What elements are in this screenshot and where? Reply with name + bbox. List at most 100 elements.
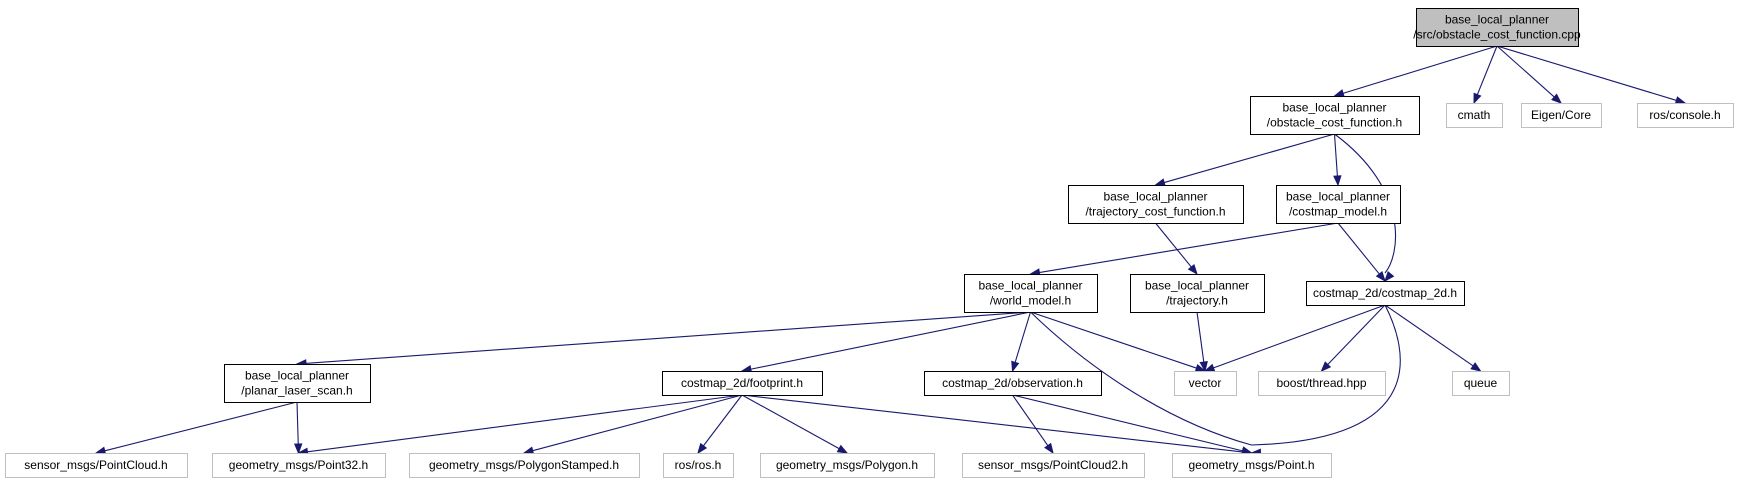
node-costmap-2d-observation-h[interactable]: costmap_2d/observation.h — [924, 371, 1102, 396]
arrowhead — [836, 444, 849, 454]
edge-cm-to-c2d — [1337, 222, 1386, 283]
node-label-line: boost/thread.hpp — [1276, 376, 1366, 390]
edge-traj-to-vector — [1196, 311, 1208, 373]
node-base-local-planner-src-obstacle-cost-function-cpp[interactable]: base_local_planner/src/obstacle_cost_fun… — [1413, 8, 1581, 47]
node-box — [962, 453, 1145, 478]
edge-ocf-to-cm — [1333, 133, 1342, 187]
edge-pls-to-p32 — [293, 401, 303, 455]
node-box — [760, 453, 935, 478]
edge-pls-to-pc — [94, 401, 298, 455]
node-box — [1068, 185, 1244, 224]
node-box — [964, 274, 1098, 313]
arrowhead — [1320, 361, 1332, 372]
nodes-layer: base_local_planner/src/obstacle_cost_fun… — [5, 8, 1734, 478]
edge-fp-to-ros — [697, 394, 743, 455]
arrowhead — [1384, 270, 1395, 283]
node-box — [924, 371, 1102, 396]
node-eigen-core: Eigen/Core — [1521, 103, 1602, 128]
node-label-line: geometry_msgs/Polygon.h — [776, 458, 918, 472]
node-label-line: base_local_planner — [1282, 101, 1386, 115]
node-label-line: /costmap_model.h — [1289, 205, 1387, 219]
node-label-line: ros/ros.h — [675, 458, 722, 472]
node-label-line: geometry_msgs/PolygonStamped.h — [429, 458, 619, 472]
node-label-line: sensor_msgs/PointCloud.h — [24, 458, 167, 472]
node-label-line: /trajectory.h — [1166, 294, 1228, 308]
node-ros-ros-h: ros/ros.h — [663, 453, 734, 478]
arrowhead — [293, 443, 303, 455]
edges-layer — [94, 45, 1687, 457]
arrowhead — [1333, 175, 1342, 187]
node-box — [662, 371, 823, 396]
edge-root-to-eigen — [1496, 45, 1563, 104]
node-label-line: base_local_planner — [1286, 190, 1390, 204]
edge-fp-to-point — [741, 394, 1253, 457]
node-label-line: costmap_2d/observation.h — [942, 376, 1083, 390]
edge-c2d-to-queue — [1384, 304, 1482, 372]
node-base-local-planner-obstacle-cost-function-h[interactable]: base_local_planner/obstacle_cost_functio… — [1250, 96, 1420, 135]
node-box — [1416, 8, 1579, 47]
edge-ocf-to-tcf — [1154, 133, 1335, 187]
node-box — [409, 453, 640, 478]
node-box — [224, 364, 371, 403]
edge-wm-to-obs — [1011, 311, 1032, 373]
node-label-line: base_local_planner — [245, 369, 349, 383]
edge-obs-to-pc2 — [1012, 394, 1054, 455]
edge-wm-to-pls — [295, 311, 1031, 368]
node-label-line: /planar_laser_scan.h — [241, 384, 352, 398]
node-label-line: costmap_2d/costmap_2d.h — [1313, 286, 1457, 300]
edge-fp-to-poly — [741, 394, 849, 454]
node-cmath: cmath — [1446, 103, 1503, 128]
node-box — [663, 453, 734, 478]
edge-c2d-to-vector — [1203, 304, 1386, 372]
arrowhead — [1470, 362, 1482, 372]
node-box — [1446, 103, 1503, 128]
node-base-local-planner-costmap-model-h[interactable]: base_local_planner/costmap_model.h — [1276, 185, 1401, 224]
edge-wm-to-vector — [1030, 311, 1207, 372]
node-geometry-msgs-polygon-h: geometry_msgs/Polygon.h — [760, 453, 935, 478]
node-label-line: base_local_planner — [978, 279, 1082, 293]
node-base-local-planner-planar-laser-scan-h[interactable]: base_local_planner/planar_laser_scan.h — [224, 364, 371, 403]
node-box — [1250, 96, 1420, 135]
node-label-line: costmap_2d/footprint.h — [681, 376, 803, 390]
node-geometry-msgs-polygonstamped-h: geometry_msgs/PolygonStamped.h — [409, 453, 640, 478]
node-label-line: sensor_msgs/PointCloud2.h — [978, 458, 1128, 472]
node-base-local-planner-world-model-h[interactable]: base_local_planner/world_model.h — [964, 274, 1098, 313]
node-sensor-msgs-pointcloud-h: sensor_msgs/PointCloud.h — [5, 453, 188, 478]
node-geometry-msgs-point32-h: geometry_msgs/Point32.h — [212, 453, 386, 478]
edge-c2d-to-boost — [1320, 304, 1386, 372]
node-label-line: queue — [1464, 376, 1498, 390]
node-base-local-planner-trajectory-cost-function-h[interactable]: base_local_planner/trajectory_cost_funct… — [1068, 185, 1244, 224]
node-box — [1276, 185, 1401, 224]
arrowhead — [1199, 361, 1208, 373]
node-box — [1452, 371, 1510, 396]
arrowhead — [697, 442, 708, 455]
node-label-line: /world_model.h — [990, 294, 1071, 308]
node-box — [1306, 281, 1465, 306]
edge-fp-to-polys — [522, 394, 743, 455]
node-label-line: /obstacle_cost_function.h — [1267, 116, 1402, 130]
node-box — [5, 453, 188, 478]
edge-root-to-rosconsole — [1496, 45, 1687, 105]
node-box — [1521, 103, 1602, 128]
node-box — [212, 453, 386, 478]
arrowhead — [1333, 89, 1345, 98]
node-label-line: geometry_msgs/Point32.h — [229, 458, 368, 472]
node-label-line: vector — [1189, 376, 1222, 390]
node-costmap-2d-footprint-h[interactable]: costmap_2d/footprint.h — [662, 371, 823, 396]
edge-root-to-ocf — [1333, 45, 1498, 98]
node-queue: queue — [1452, 371, 1510, 396]
node-label-line: base_local_planner — [1445, 13, 1549, 27]
node-label-line: cmath — [1458, 108, 1491, 122]
arrowhead — [1187, 263, 1198, 276]
node-label-line: /src/obstacle_cost_function.cpp — [1413, 28, 1581, 42]
edge-fp-to-p32 — [297, 394, 743, 456]
node-sensor-msgs-pointcloud2-h: sensor_msgs/PointCloud2.h — [962, 453, 1145, 478]
node-base-local-planner-trajectory-h[interactable]: base_local_planner/trajectory.h — [1130, 274, 1265, 313]
arrowhead — [1473, 92, 1482, 105]
arrowhead — [1154, 178, 1166, 187]
node-costmap-2d-costmap-2d-h[interactable]: costmap_2d/costmap_2d.h — [1306, 281, 1465, 306]
arrowhead — [1011, 360, 1020, 373]
node-geometry-msgs-point-h: geometry_msgs/Point.h — [1172, 453, 1332, 478]
node-label-line: base_local_planner — [1145, 279, 1249, 293]
